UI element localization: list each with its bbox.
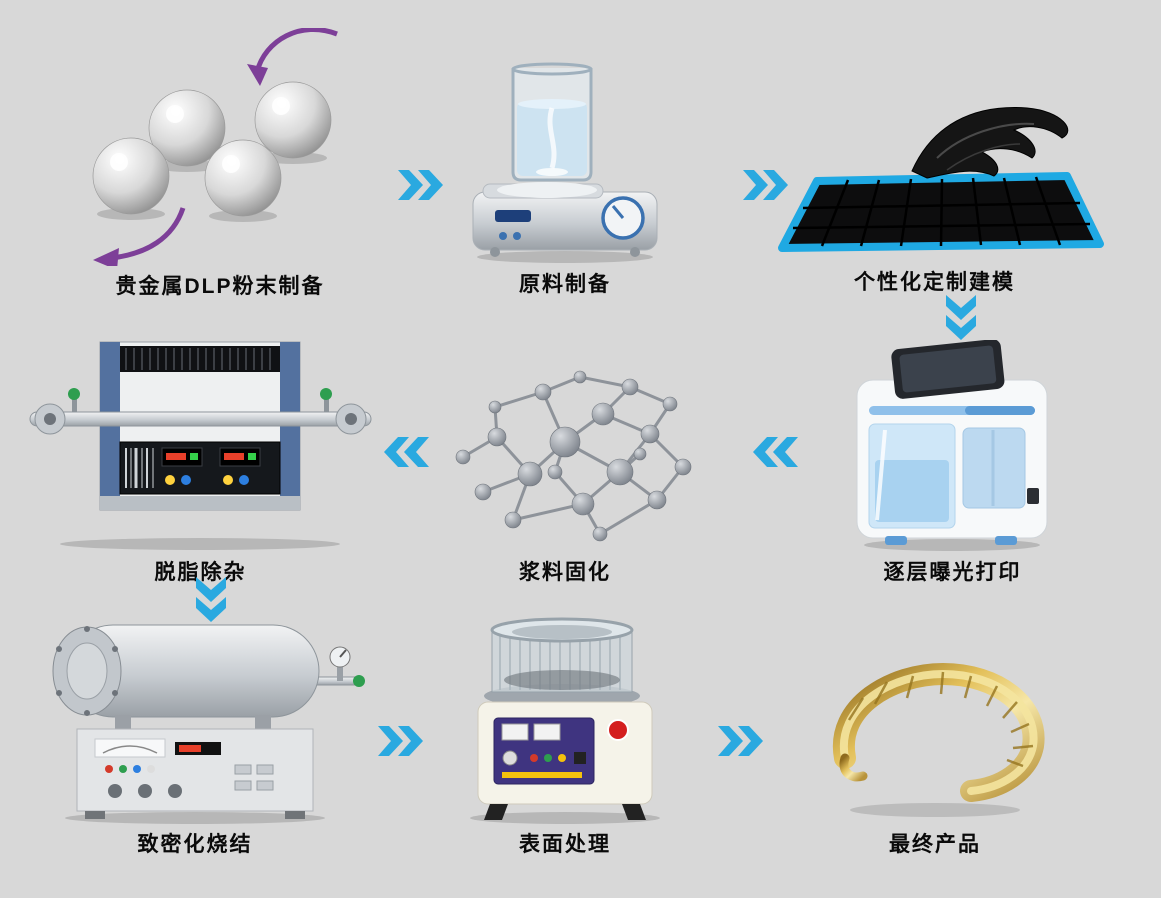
flow-arrow-left-icon <box>384 437 429 467</box>
dlp-3d-printer-illustration <box>856 340 1048 551</box>
gold-feather-bangle-illustration <box>832 662 1045 817</box>
metal-spheres <box>92 81 332 222</box>
stirrer-base <box>472 182 658 257</box>
stage-raw-material-prep: 原料制备 <box>450 60 680 298</box>
flow-arrow-left-icon <box>753 437 798 467</box>
magnetic-stirrer-illustration <box>472 62 658 263</box>
sinter-piping <box>314 646 365 687</box>
stage-densification-sintering: 致密化烧结 <box>25 615 365 858</box>
tube-furnace-illustration <box>29 341 372 550</box>
stirrer-beaker <box>511 62 593 182</box>
stage-label: 贵金属DLP粉末制备 <box>115 275 325 298</box>
stage-layer-printing: 逐层曝光打印 <box>845 340 1060 586</box>
powder-outflow-arrow-icon <box>93 207 186 266</box>
printer-screen <box>891 340 1005 399</box>
cured-polymer-network-illustration <box>455 370 692 542</box>
metal-powder-spheres-illustration <box>92 28 338 266</box>
flow-arrow-down-icon <box>196 577 226 622</box>
flow-arrow-glyph <box>718 726 763 756</box>
stage-custom-modeling: 个性化定制建模 <box>762 96 1107 296</box>
flow-arrow-glyph <box>378 726 423 756</box>
build-plate <box>778 172 1104 252</box>
stage-label: 个性化定制建模 <box>854 271 1015 294</box>
stage-label: 表面处理 <box>519 833 611 856</box>
stage-surface-treatment: 表面处理 <box>450 610 680 858</box>
stage-label: 脱脂除杂 <box>154 561 247 584</box>
flow-arrow-glyph <box>743 170 788 200</box>
stage-label: 致密化烧结 <box>137 833 253 856</box>
stage-slurry-curing: 浆料固化 <box>435 352 695 586</box>
furnace-tube <box>29 388 372 435</box>
flow-arrow-glyph <box>753 437 798 467</box>
molecule-bonds <box>462 375 685 536</box>
printed-model <box>911 107 1069 179</box>
magnetic-polishing-machine-illustration <box>470 617 660 824</box>
flow-arrow-right-icon <box>718 726 763 756</box>
flow-arrow-glyph <box>946 295 976 340</box>
stage-label: 最终产品 <box>889 833 981 856</box>
stage-powder-prep: 贵金属DLP粉末制备 <box>50 28 390 300</box>
stage-label: 逐层曝光打印 <box>883 561 1022 584</box>
sinter-control-cabinet <box>76 728 314 819</box>
stage-debinding: 脱脂除杂 <box>28 330 373 586</box>
polisher-body <box>477 701 653 820</box>
flow-arrow-glyph <box>384 437 429 467</box>
powder-inflow-arrow-icon <box>247 28 338 86</box>
printer-body <box>856 340 1048 545</box>
flow-arrow-right-icon <box>743 170 788 200</box>
flow-arrow-right-icon <box>398 170 443 200</box>
flow-arrow-glyph <box>398 170 443 200</box>
sinter-chamber <box>52 624 320 729</box>
vacuum-sintering-furnace-illustration <box>52 624 365 824</box>
molecule-atoms <box>455 370 692 542</box>
flow-arrow-down-icon <box>946 295 976 340</box>
flow-arrow-right-icon <box>378 726 423 756</box>
furnace-control-panel <box>119 441 281 495</box>
stage-label: 浆料固化 <box>519 561 611 584</box>
polisher-bowl <box>484 617 640 708</box>
stage-label: 原料制备 <box>519 273 611 296</box>
flow-arrow-glyph <box>196 577 226 622</box>
stage-final-product: 最终产品 <box>805 640 1065 858</box>
3d-model-on-build-plate-illustration <box>778 107 1104 252</box>
bangle <box>832 662 1045 802</box>
